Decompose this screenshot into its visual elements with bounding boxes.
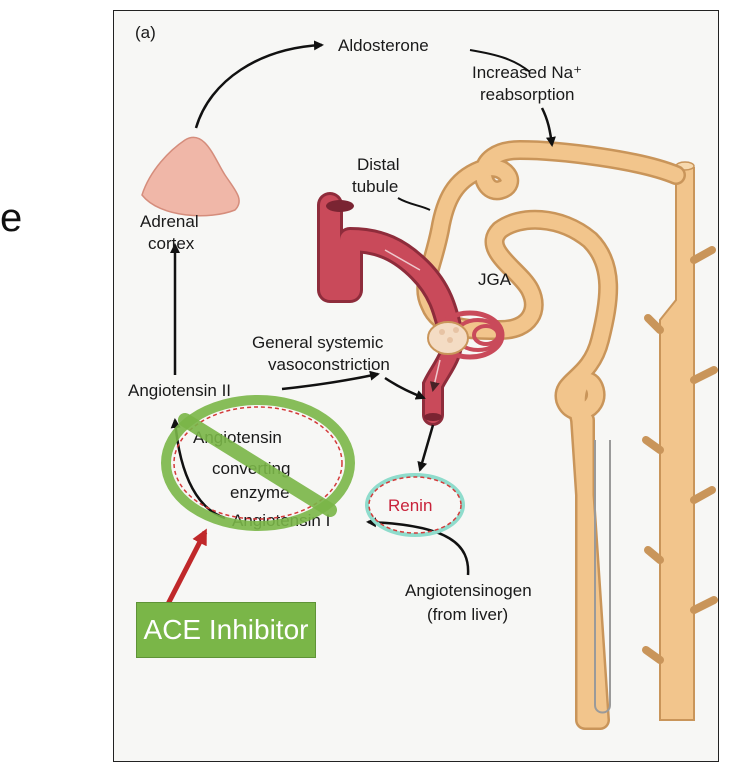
afferent-arteriole: [317, 192, 463, 343]
label-increased-na: Increased Na⁺: [472, 63, 582, 82]
label-general-systemic: General systemic: [252, 333, 384, 352]
collecting-duct: [642, 161, 718, 721]
callout-pointer-arrow: [165, 528, 208, 606]
ace-inhibitor-callout: ACE Inhibitor: [136, 602, 316, 658]
panel-label: (a): [135, 23, 156, 42]
renin-highlight-ring: [365, 473, 465, 537]
label-jga: JGA: [478, 270, 512, 289]
label-angiotensin-ii: Angiotensin II: [128, 381, 231, 400]
adrenal-gland-shape: [141, 136, 240, 217]
label-from-liver: (from liver): [427, 605, 508, 624]
glomerulus-jga: [427, 310, 505, 360]
prohibition-symbol: [161, 395, 355, 531]
nephron-tubule: [416, 140, 686, 730]
label-vasoconstriction: vasoconstriction: [268, 355, 390, 374]
stray-letter-fragment: e: [0, 196, 23, 240]
label-aldosterone: Aldosterone: [338, 36, 429, 55]
label-tubule: tubule: [352, 177, 398, 196]
label-adrenal: Adrenal: [140, 212, 199, 231]
label-ace-line3: enzyme: [230, 483, 290, 502]
label-cortex: cortex: [148, 234, 195, 253]
label-reabsorption: reabsorption: [480, 85, 575, 104]
label-angiotensinogen: Angiotensinogen: [405, 581, 532, 600]
label-renin: Renin: [388, 496, 432, 515]
renin-highlight-dash: [368, 476, 462, 534]
label-distal: Distal: [357, 155, 400, 174]
